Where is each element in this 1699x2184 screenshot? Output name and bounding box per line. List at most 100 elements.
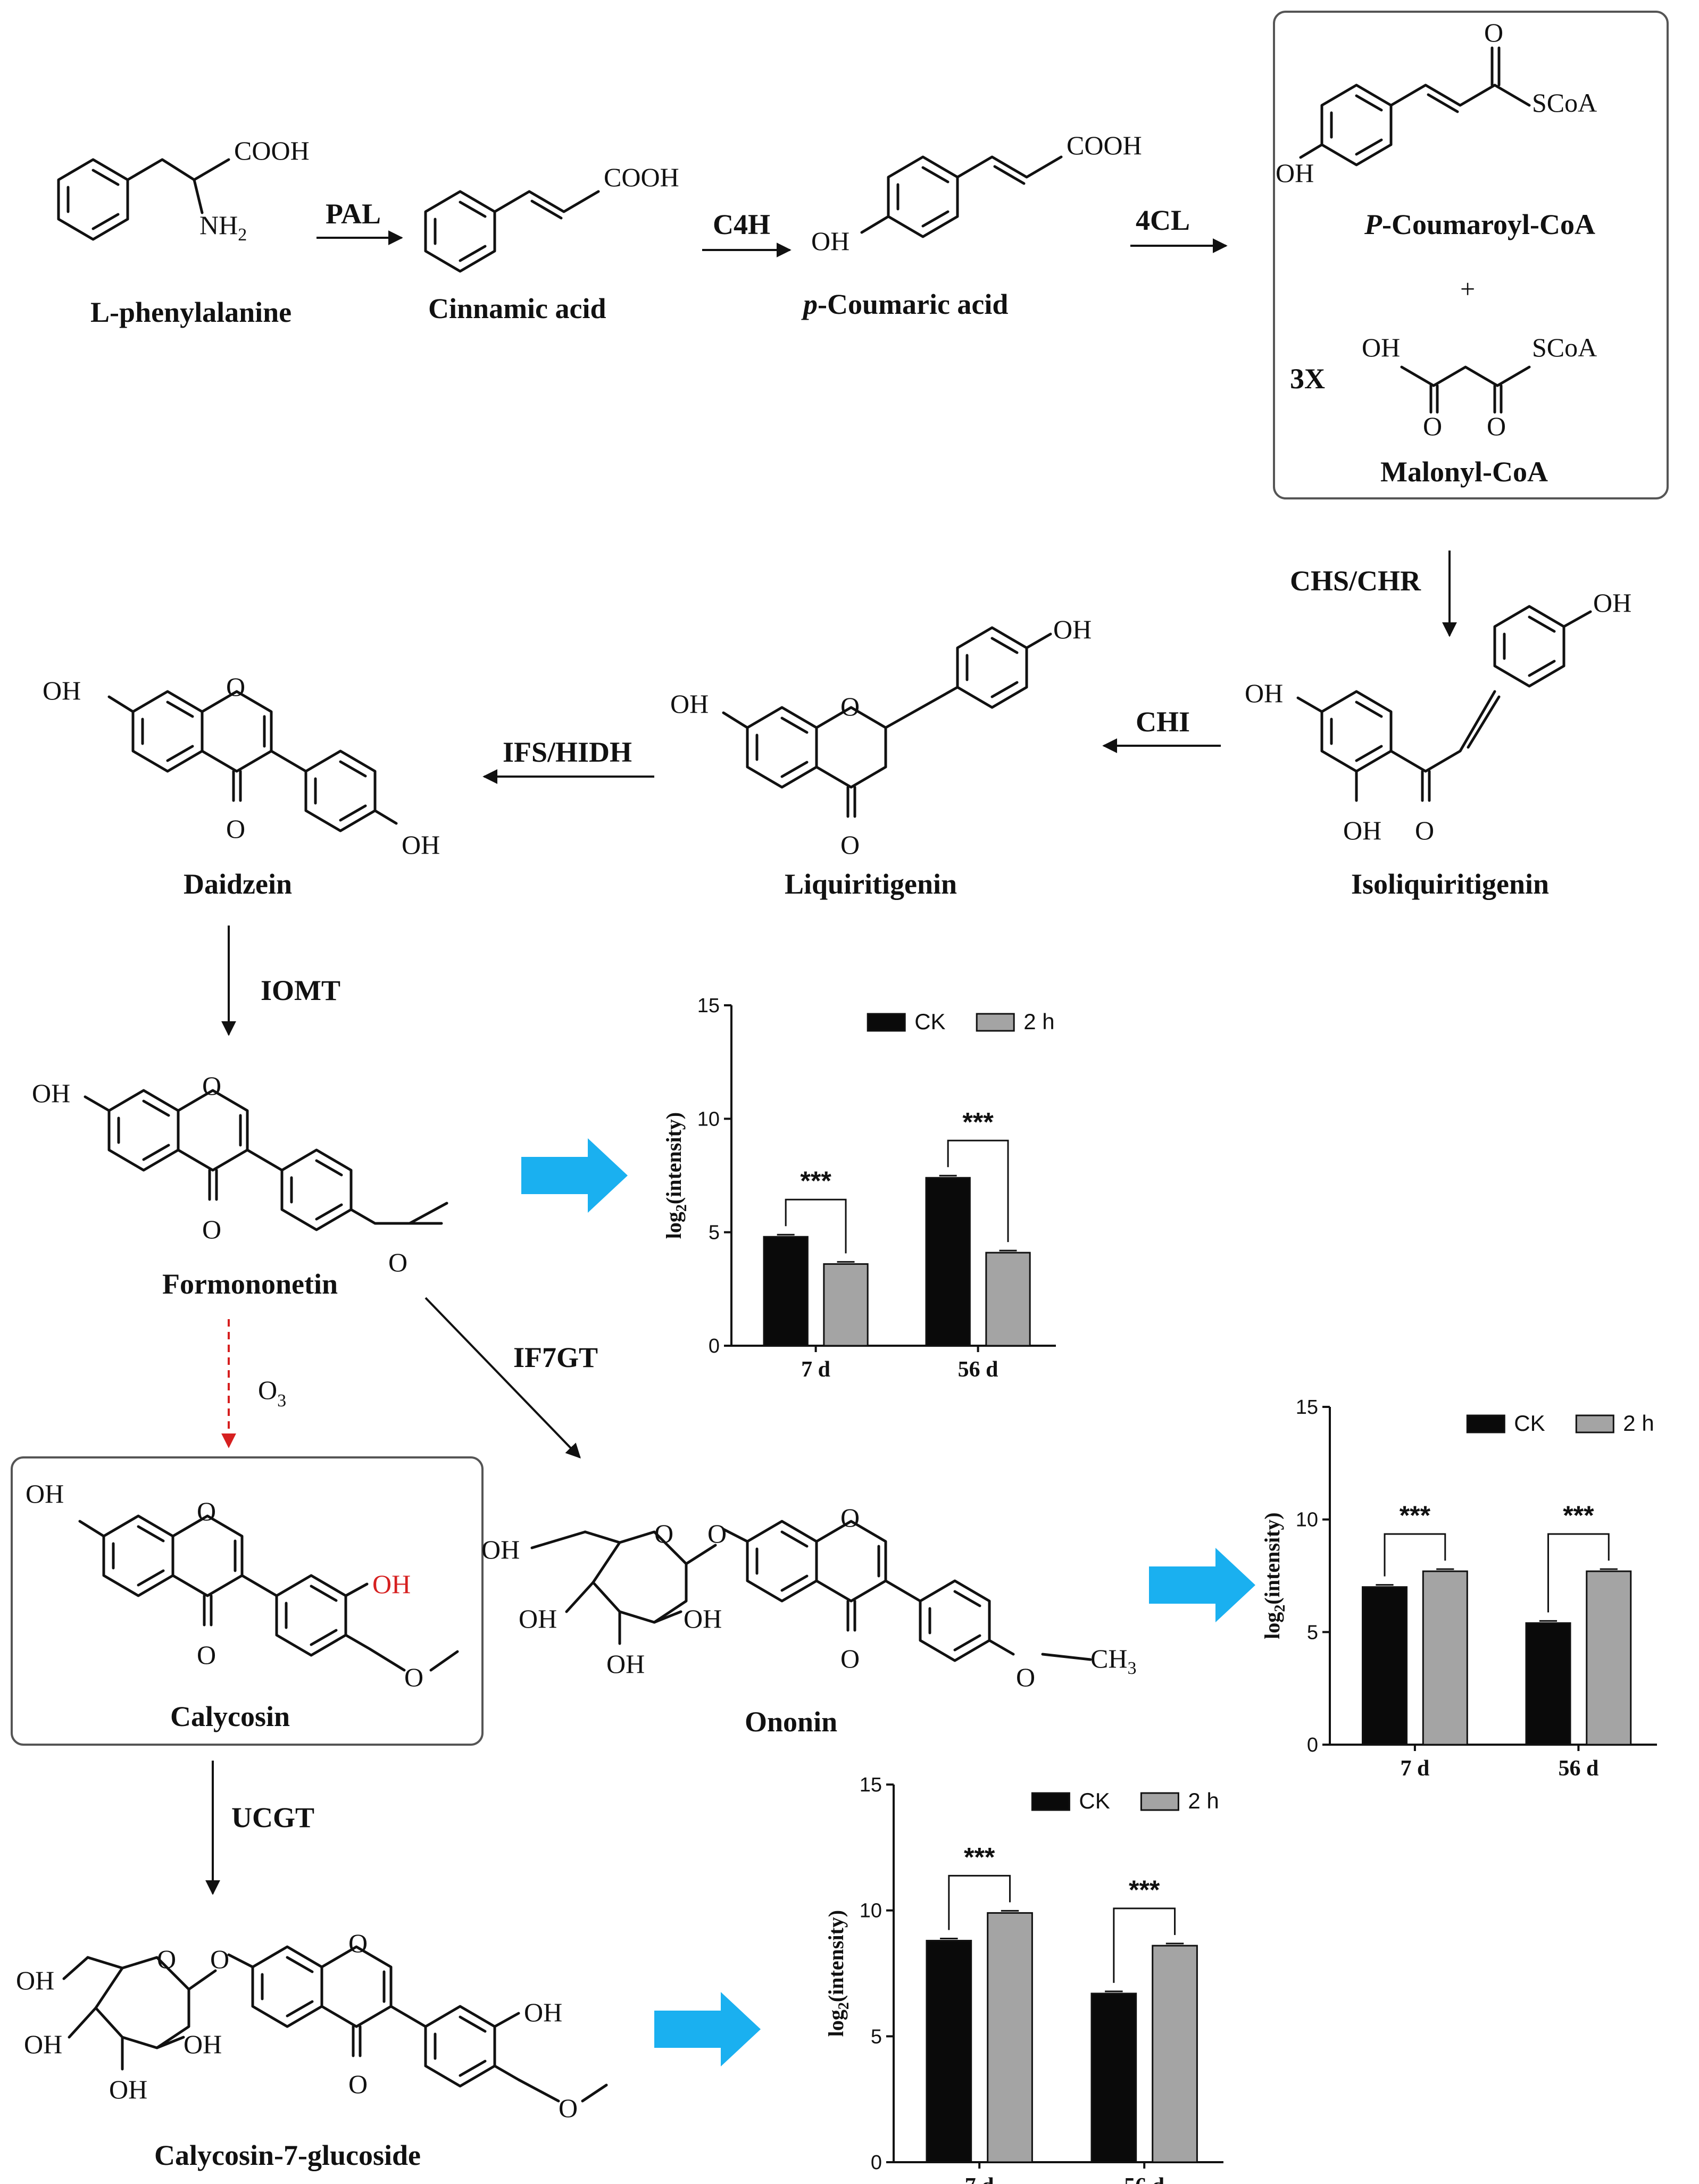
significance-bracket — [948, 1874, 1011, 1930]
svg-text:O: O — [840, 1644, 860, 1673]
structure-calycosin: O O OH OH O — [26, 1479, 459, 1692]
y-axis-label: log2(intensity) — [824, 1910, 852, 2037]
enzyme-o3: O3 — [258, 1375, 286, 1411]
svg-text:O: O — [840, 1503, 860, 1532]
label-formononetin: Formononetin — [162, 1268, 338, 1300]
bar-2h-7d — [987, 1912, 1033, 2163]
svg-text:OH: OH — [670, 689, 709, 719]
blue-arrow-formononetin — [521, 1138, 628, 1213]
significance-label: *** — [1129, 1875, 1160, 1905]
significance-bracket — [785, 1198, 847, 1254]
y-tick-label: 10 — [697, 1108, 720, 1130]
box-calycosin — [11, 1456, 484, 1746]
structure-ononin: O O O O OH OH OH OH O CH3 — [481, 1503, 1136, 1692]
legend-label: 2 h — [1188, 1788, 1219, 1813]
structure-malonyl-coa: OH O O SCoA — [1362, 332, 1597, 441]
label-p-coumaroyl-coa: -Coumaroyl-CoA — [1382, 209, 1595, 240]
label-cinnamic-acid: Cinnamic acid — [428, 293, 606, 324]
y-tick-label: 10 — [1296, 1509, 1318, 1531]
significance-bracket — [947, 1139, 1009, 1243]
y-axis-label: log2(intensity) — [1260, 1512, 1288, 1639]
legend-swatch — [1031, 1792, 1070, 1811]
svg-text:OH: OH — [606, 1649, 645, 1679]
enzyme-if7gt: IF7GT — [513, 1341, 598, 1373]
svg-text:CH3: CH3 — [1090, 1644, 1136, 1678]
y-tick-label: 10 — [860, 1900, 882, 1922]
svg-text:OH: OH — [26, 1479, 64, 1508]
svg-text:COOH: COOH — [1067, 130, 1142, 160]
significance-label: *** — [962, 1107, 994, 1137]
svg-text:COOH: COOH — [234, 136, 310, 165]
blue-arrow-ononin — [1149, 1548, 1255, 1622]
svg-text:O: O — [348, 2069, 368, 2099]
structure-formononetin: O O OH O — [32, 1071, 448, 1277]
box-coa-precursors — [1273, 11, 1669, 499]
y-tick-label: 15 — [1296, 1396, 1318, 1419]
bar-2h-56d — [985, 1252, 1031, 1347]
svg-text:OH: OH — [24, 2029, 62, 2059]
significance-bracket — [1113, 1907, 1176, 1983]
label-l-phenylalanine: L-phenylalanine — [90, 296, 292, 328]
label-ononin: Ononin — [745, 1706, 837, 1738]
bar-CK-7d — [1362, 1586, 1408, 1746]
svg-text:OH: OH — [1343, 815, 1381, 845]
svg-text:OH: OH — [1245, 678, 1283, 708]
structure-daidzein: O O OH OH — [43, 672, 440, 860]
x-tick-label: 56 d — [1558, 1756, 1598, 1781]
bar-CK-56d — [925, 1177, 971, 1347]
bar-CK-7d — [763, 1236, 809, 1347]
structure-liquiritigenin: O O OH OH — [670, 614, 1092, 860]
svg-text:O: O — [388, 1247, 407, 1277]
legend-swatch — [976, 1013, 1015, 1032]
svg-text:O: O — [1016, 1662, 1035, 1692]
svg-text:OH: OH — [481, 1535, 520, 1564]
legend-label: CK — [914, 1009, 945, 1034]
svg-text:O: O — [1415, 815, 1434, 845]
label-p-coumaric-acid: -Coumaric acid — [818, 288, 1008, 320]
enzyme-c4h: C4H — [713, 209, 770, 240]
enzyme-chs-chr: CHS/CHR — [1290, 565, 1421, 597]
legend-swatch — [1140, 1792, 1179, 1811]
svg-text:O: O — [202, 1214, 221, 1244]
bar-2h-7d — [823, 1263, 869, 1347]
svg-text:O: O — [840, 691, 860, 721]
svg-text:O: O — [404, 1662, 423, 1692]
label-p-italic: p — [801, 288, 818, 320]
bar-2h-56d — [1586, 1570, 1632, 1746]
enzyme-4cl: 4CL — [1136, 204, 1190, 236]
structure-calycosin-7-glucoside: O O O O OH OH OH OH OH O — [16, 1928, 608, 2123]
svg-text:O: O — [157, 1944, 176, 1974]
x-tick-label: 56 d — [1124, 2174, 1164, 2184]
y-tick-label: 0 — [709, 1335, 720, 1357]
enzyme-ucgt: UCGT — [231, 1802, 314, 1833]
blue-arrow-calycosin-7-glucoside — [654, 1992, 761, 2066]
svg-text:O: O — [559, 2093, 578, 2123]
x-tick-label: 7 d — [1400, 1756, 1429, 1781]
svg-text:OH: OH — [1276, 158, 1314, 188]
svg-text:OH: OH — [402, 830, 440, 860]
label-liquiritigenin: Liquiritigenin — [785, 868, 957, 900]
svg-text:SCoA: SCoA — [1532, 332, 1597, 362]
svg-text:O: O — [1484, 18, 1503, 47]
significance-label: *** — [1563, 1501, 1594, 1530]
x-tick-label: 7 d — [801, 1357, 830, 1382]
legend-swatch — [867, 1013, 906, 1032]
label-daidzein: Daidzein — [184, 868, 292, 900]
y-tick-label: 0 — [871, 2152, 882, 2174]
legend-label: CK — [1079, 1788, 1110, 1813]
svg-text:OH: OH — [32, 1078, 70, 1108]
y-tick-label: 15 — [697, 995, 720, 1017]
svg-text:O: O — [197, 1496, 216, 1526]
svg-text:O: O — [226, 672, 245, 702]
y-tick-label: 5 — [709, 1222, 720, 1244]
svg-text:p-Coumaric acid: p-Coumaric acid — [801, 288, 1008, 320]
svg-text:P-Coumaroyl-CoA: P-Coumaroyl-CoA — [1364, 209, 1595, 240]
label-calycosin-7-glucoside: Calycosin-7-glucoside — [154, 2139, 421, 2171]
svg-text:O: O — [1487, 411, 1506, 441]
svg-text:COOH: COOH — [604, 162, 679, 192]
structure-cinnamic-acid: COOH — [424, 162, 679, 273]
bar-2h-7d — [1422, 1570, 1468, 1746]
svg-text:OH: OH — [1362, 332, 1400, 362]
